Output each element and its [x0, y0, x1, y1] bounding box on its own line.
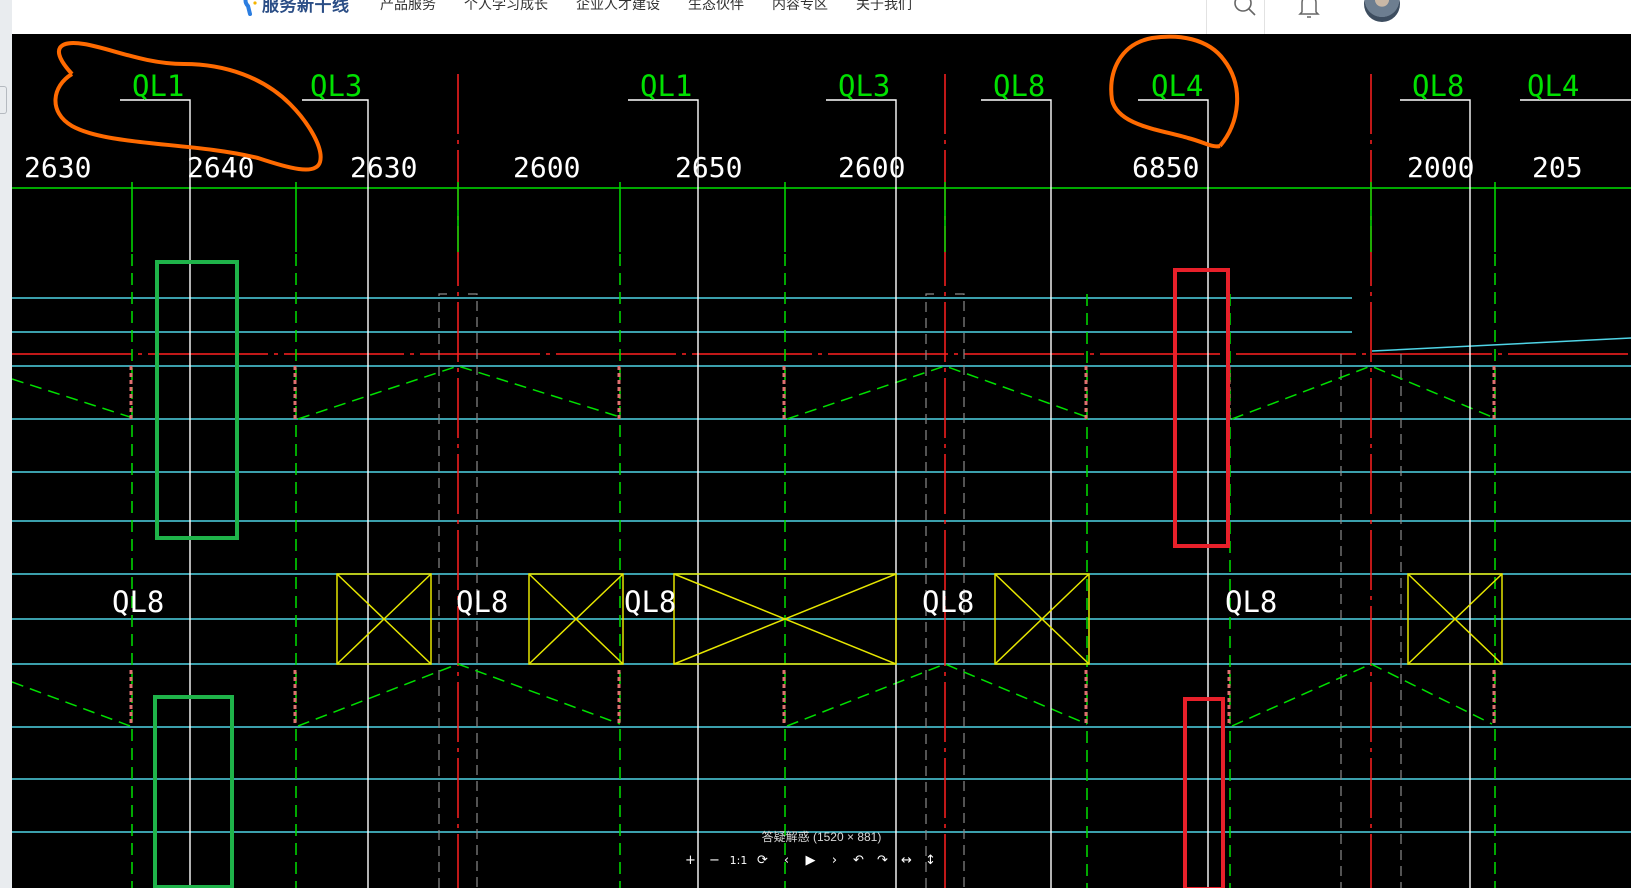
top-label: QL4: [1151, 69, 1203, 103]
prev-button[interactable]: ‹: [783, 852, 790, 868]
next-button[interactable]: ›: [831, 852, 838, 868]
dimension-label: 2650: [675, 151, 742, 184]
top-label: QL3: [838, 69, 890, 103]
dimension-label: 2630: [350, 151, 417, 184]
play-button[interactable]: ▶: [805, 852, 816, 868]
header-divider: [1206, 0, 1207, 34]
nav-item-personal-growth[interactable]: 个人学习成长: [464, 0, 548, 12]
viewer-caption: 答疑解惑 (1520 × 881): [761, 830, 882, 844]
zoom-in-button[interactable]: +: [685, 852, 696, 868]
dimension-label: 2600: [513, 151, 580, 184]
user-avatar[interactable]: [1364, 0, 1400, 22]
search-icon[interactable]: [1232, 0, 1258, 18]
beam-labels: QL8 QL8 QL8 QL8 QL8: [112, 585, 1277, 619]
orange-circle-mark: [1109, 34, 1240, 149]
grey-guides: [438, 293, 1402, 888]
viewer-toolbar: + − 1:1 ⟳ ‹ ▶ › ↶ ↷ ↔ ↕: [680, 849, 941, 871]
green-box-mark: [155, 260, 239, 540]
cad-canvas: QL1 QL3 QL1 QL3 QL8 QL4 QL8 QL4 2630 264…: [12, 34, 1631, 888]
left-strip-handle[interactable]: [0, 86, 7, 114]
top-label: QL8: [1412, 69, 1464, 103]
axis-lines: [12, 74, 1631, 888]
header-divider: [1264, 0, 1265, 34]
main-nav: 产品服务 个人学习成长 企业人才建设 生态伙伴 内容专区 关于我们: [380, 0, 940, 14]
grid-lines: [131, 254, 1496, 888]
nav-item-partners[interactable]: 生态伙伴: [688, 0, 744, 12]
dimension-label: 205: [1532, 151, 1583, 184]
top-label: QL1: [132, 69, 184, 103]
flip-vertical-button[interactable]: ↕: [925, 852, 936, 868]
grid-markers: [129, 366, 1496, 726]
nav-item-enterprise-talent[interactable]: 企业人才建设: [576, 0, 660, 12]
top-label: QL4: [1527, 69, 1579, 103]
zoom-out-button[interactable]: −: [709, 852, 720, 868]
nav-item-about[interactable]: 关于我们: [856, 0, 912, 12]
dimension-line: [12, 182, 1631, 252]
red-box-mark: [1173, 268, 1230, 548]
beam-label: QL8: [112, 585, 164, 619]
dimension-label: 2600: [838, 151, 905, 184]
bell-icon[interactable]: [1297, 0, 1321, 20]
top-labels: QL1 QL3 QL1 QL3 QL8 QL4 QL8 QL4: [132, 69, 1579, 103]
diagonal-lines: [12, 365, 1493, 727]
rotate-left-button[interactable]: ↶: [853, 852, 864, 868]
beam-label: QL8: [456, 585, 508, 619]
beam-lines: [12, 297, 1631, 833]
beam-label: QL8: [1225, 585, 1277, 619]
cad-drawing-image: QL1 QL3 QL1 QL3 QL8 QL4 QL8 QL4 2630 264…: [12, 34, 1631, 888]
dimension-label: 6850: [1132, 151, 1199, 184]
annotation-marks: [53, 34, 1240, 888]
rotate-right-button[interactable]: ↷: [877, 852, 888, 868]
top-header: 服务新干线 产品服务 个人学习成长 企业人才建设 生态伙伴 内容专区 关于我们: [12, 0, 1631, 35]
reset-button[interactable]: ⟳: [757, 852, 768, 868]
logo-mark-icon: [243, 0, 257, 16]
top-label: QL8: [993, 69, 1045, 103]
nav-item-products[interactable]: 产品服务: [380, 0, 436, 12]
beam-label: QL8: [624, 585, 676, 619]
column-lines: [120, 99, 1631, 888]
beam-label: QL8: [922, 585, 974, 619]
dimension-label: 2000: [1407, 151, 1474, 184]
top-label: QL1: [640, 69, 692, 103]
actual-size-button[interactable]: 1:1: [729, 853, 748, 867]
nav-item-content[interactable]: 内容专区: [772, 0, 828, 12]
yellow-boxes: [336, 573, 1503, 665]
flip-horizontal-button[interactable]: ↔: [901, 852, 912, 868]
green-box-mark: [153, 695, 234, 888]
dimension-labels: 2630 2640 2630 2600 2650 2600 6850 2000 …: [24, 151, 1583, 184]
dimension-label: 2630: [24, 151, 91, 184]
site-logo[interactable]: 服务新干线: [242, 0, 350, 16]
logo-text: 服务新干线: [262, 0, 350, 15]
red-box-mark: [1183, 697, 1225, 888]
top-label: QL3: [310, 69, 362, 103]
orange-circle-mark: [53, 41, 323, 172]
